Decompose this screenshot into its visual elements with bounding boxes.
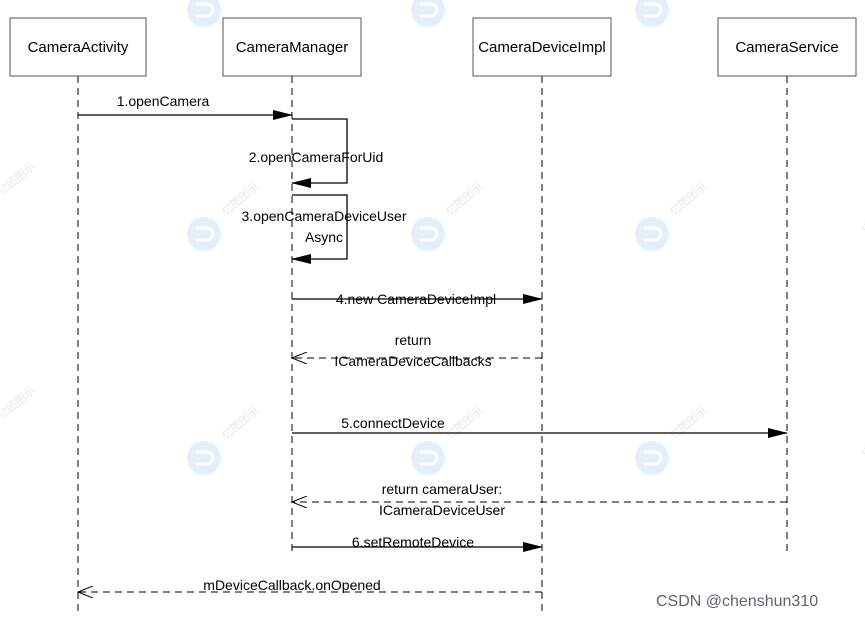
participant-device-impl: CameraDeviceImpl	[472, 17, 612, 77]
participant-label: CameraActivity	[28, 39, 129, 56]
watermark-text: 亿图图示	[0, 160, 38, 198]
participant-box	[717, 17, 857, 77]
message-label: 3.openCameraDeviceUser	[242, 208, 407, 224]
watermark-text: 亿图图示	[444, 180, 486, 218]
watermark-text: 亿图图示	[0, 384, 38, 422]
watermark-text: 亿图图示	[859, 422, 865, 460]
participant-box	[472, 17, 612, 77]
watermark-text: 亿图图示	[668, 404, 710, 442]
message-label: ICameraDeviceUser	[379, 502, 505, 518]
watermark-text: 亿图图示	[220, 404, 262, 442]
participant-label: CameraService	[735, 39, 838, 56]
message-m8: 6.setRemoteDevice	[292, 534, 543, 552]
watermark-text: 亿图图示	[444, 404, 486, 442]
message-m7: return cameraUser: ICameraDeviceUser	[292, 481, 787, 518]
message-m1: 1.openCamera	[78, 93, 293, 120]
self-call-arrow	[291, 118, 348, 188]
watermark-logo-icon	[411, 0, 445, 27]
message-label: 4.new CameraDeviceImpl	[336, 291, 496, 307]
participant-label: CameraManager	[236, 39, 349, 56]
participant-service: CameraService	[717, 17, 857, 77]
participant-activity: CameraActivity	[9, 17, 147, 77]
message-label: mDeviceCallback.onOpened	[203, 577, 380, 593]
message-label: ICameraDeviceCallbacks	[334, 353, 491, 369]
watermark-text: 亿图图示	[859, 198, 865, 236]
message-m4: 4.new CameraDeviceImpl	[292, 291, 543, 307]
watermark-logo-icon	[187, 0, 221, 27]
watermark-logo-icon	[411, 217, 445, 251]
watermark-logo-icon	[187, 441, 221, 475]
message-label: 2.openCameraForUid	[249, 149, 384, 165]
participant-manager: CameraManager	[222, 17, 362, 77]
message-label: 6.setRemoteDevice	[352, 534, 474, 550]
participant-label: CameraDeviceImpl	[478, 39, 606, 56]
participant-box	[9, 17, 147, 77]
message-m9: mDeviceCallback.onOpened	[78, 577, 542, 593]
message-label: Async	[305, 229, 343, 245]
watermark-logo-icon	[187, 217, 221, 251]
watermark-logo-icon	[411, 441, 445, 475]
watermark-logo-icon	[635, 217, 669, 251]
self-call-arrow	[291, 194, 348, 264]
participant-box	[222, 17, 362, 77]
participants: CameraActivity CameraManager CameraDeviceI…	[9, 17, 857, 77]
message-label: return cameraUser:	[382, 481, 503, 497]
message-m6: 5.connectDevice	[292, 415, 788, 438]
credit-watermark: CSDN @chenshun310	[656, 593, 819, 610]
message-m2: 2.openCameraForUid	[249, 118, 384, 188]
watermark-text: 亿图图示	[668, 180, 710, 218]
message-label: 5.connectDevice	[341, 415, 445, 431]
message-label: return	[395, 332, 432, 348]
message-label: 1.openCamera	[117, 93, 210, 109]
watermark-logo-icon	[635, 441, 669, 475]
watermark-logo-icon	[635, 0, 669, 27]
lifelines	[77, 76, 788, 614]
messages: 1.openCamera 2.openCameraForUid 3.openCame…	[78, 93, 788, 593]
